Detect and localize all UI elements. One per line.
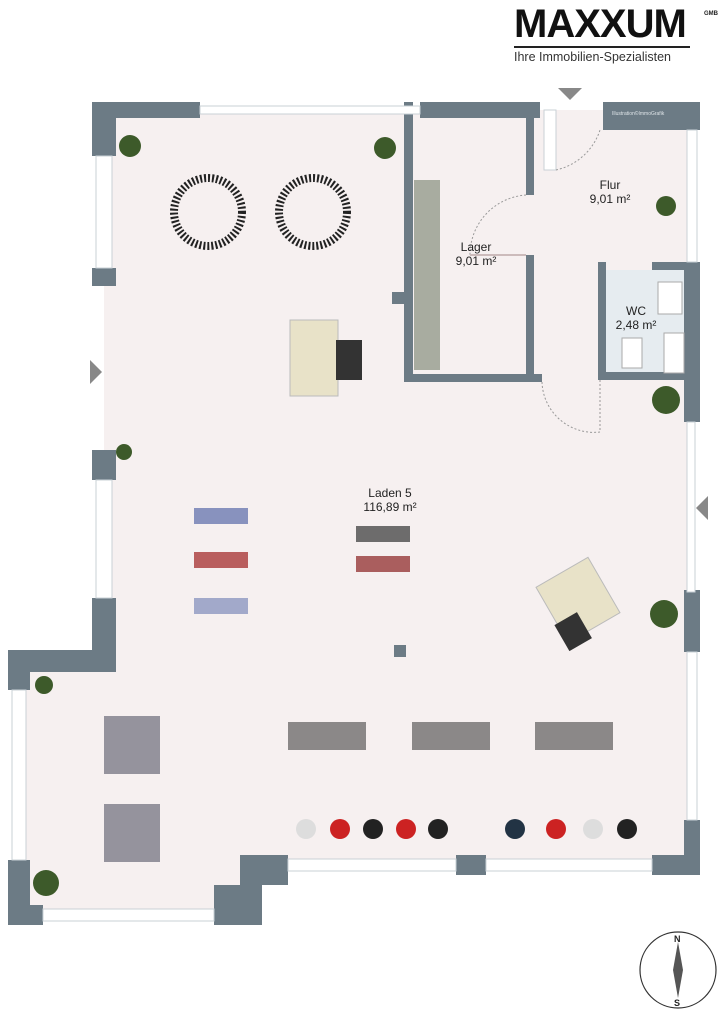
logo-underline — [514, 46, 690, 48]
round-racks — [170, 174, 351, 250]
storage-shelf — [414, 180, 440, 370]
illustration-credit: Illustration©ImmoGrafik — [612, 111, 665, 117]
logo-suffix: GMBH — [704, 11, 718, 17]
compass — [639, 931, 717, 1009]
desks — [289, 319, 621, 652]
floor — [20, 110, 692, 915]
room-label-flur: Flur 9,01 m² — [590, 178, 631, 206]
cabinet — [663, 332, 685, 374]
helmets — [296, 819, 637, 839]
sink — [657, 281, 683, 315]
logo-tagline: Ihre Immobilien-Spezialisten — [514, 50, 672, 64]
room-name: WC — [626, 304, 646, 318]
company-logo: MAXXUM GMBH Ihre Immobilien-Spezialisten — [514, 2, 718, 64]
compass-north: N — [674, 934, 681, 944]
room-area: 116,89 m² — [363, 500, 417, 514]
room-name: Laden 5 — [368, 486, 412, 500]
room-label-laden: Laden 5 116,89 m² — [363, 486, 416, 514]
bike-displays — [104, 508, 613, 862]
room-label-wc: WC 2,48 m² — [616, 304, 657, 332]
toilet — [621, 337, 643, 369]
room-area: 9,01 m² — [455, 254, 497, 268]
room-label-lager: Lager 9,01 m² — [456, 240, 497, 268]
walls — [8, 102, 700, 925]
room-name: Lager — [460, 240, 492, 254]
room-name: Flur — [599, 178, 621, 192]
entrance-arrow-top — [558, 88, 582, 100]
entrance-arrow-right — [696, 496, 708, 520]
plants — [33, 135, 680, 896]
entrance-arrow-left — [90, 360, 102, 384]
room-area: 9,01 m² — [589, 192, 631, 206]
room-area: 2,48 m² — [615, 318, 657, 332]
windows — [11, 105, 698, 922]
logo-brand: MAXXUM — [514, 2, 687, 46]
compass-south: S — [674, 998, 681, 1008]
